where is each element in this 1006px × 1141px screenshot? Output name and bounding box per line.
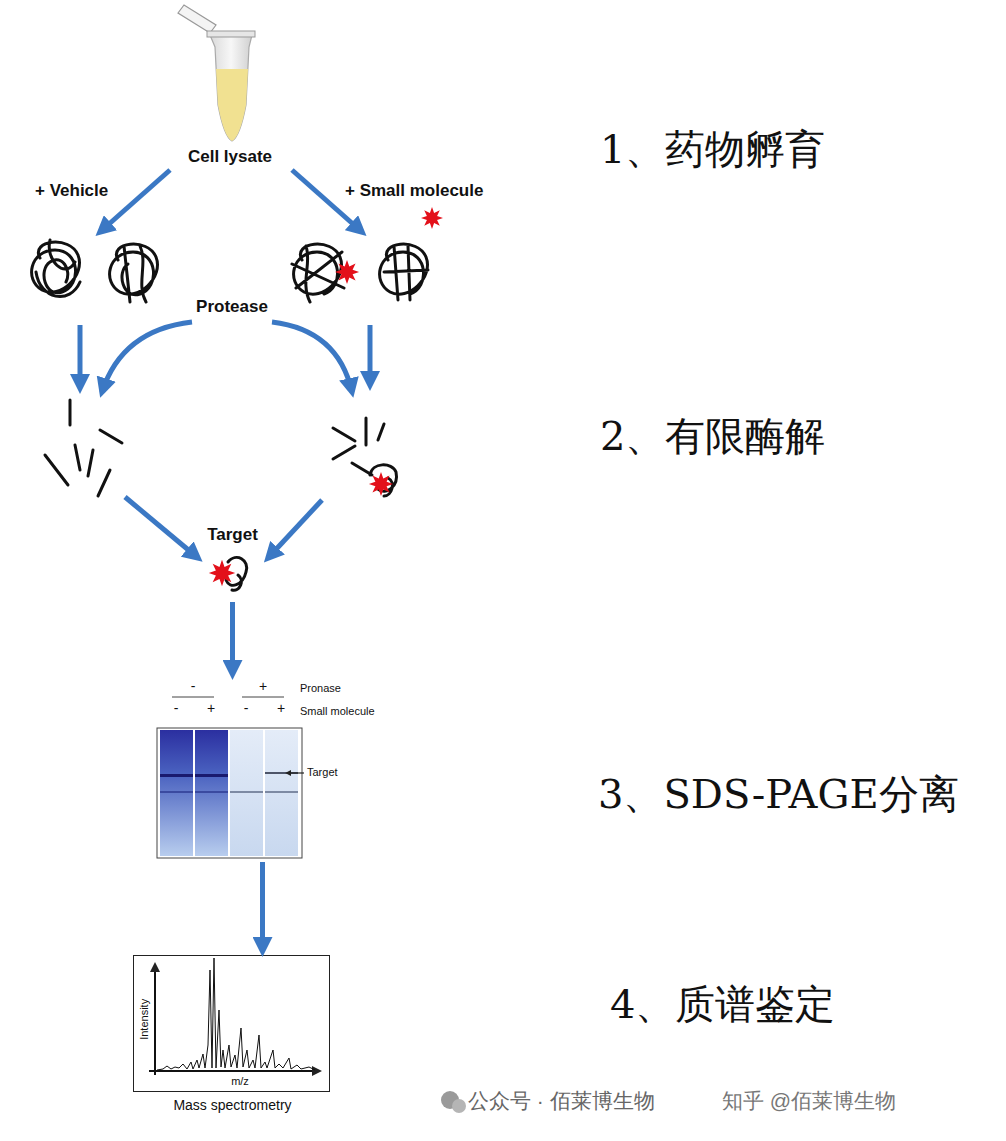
- step-label: 4、质谱鉴定: [610, 981, 835, 1027]
- flow-arrow: [260, 862, 265, 951]
- enzyme-label: Protease: [172, 297, 292, 317]
- axis: [154, 965, 156, 1075]
- lane-sign: -: [183, 678, 203, 694]
- tube-lid: [178, 5, 216, 33]
- fragment: [75, 445, 80, 470]
- step-label: 1、药物孵育: [600, 126, 825, 172]
- gel-band: [195, 774, 228, 777]
- proteins: [32, 240, 428, 302]
- gel-band: [230, 791, 263, 793]
- fragment: [333, 428, 355, 441]
- axis-label: Intensity: [138, 989, 151, 1049]
- condition-label: + Small molecule: [345, 181, 483, 201]
- protein-coil: [32, 240, 80, 297]
- fragment: [365, 418, 368, 445]
- axis-label: m/z: [220, 1075, 260, 1088]
- gel-lane: [160, 730, 193, 856]
- spectrum-drawing: [149, 958, 319, 1075]
- protein-coil: [292, 244, 344, 302]
- lane-sign: +: [201, 700, 221, 716]
- protein-coil: [110, 244, 158, 302]
- flow-arrow: [230, 602, 235, 674]
- lane-sign: -: [236, 700, 256, 716]
- watermark-icon: [441, 1091, 466, 1113]
- target-label: Target: [185, 525, 280, 545]
- flow-arrow: [125, 497, 198, 558]
- gel-frame: [157, 728, 302, 858]
- flow-arrow: [368, 325, 373, 385]
- tube-body: [210, 35, 252, 141]
- step-label: 2、有限酶解: [600, 413, 825, 459]
- bound-molecule: [209, 560, 235, 586]
- bound-molecule: [335, 260, 359, 284]
- fragment: [69, 400, 72, 425]
- band-label: Target: [307, 766, 338, 779]
- small-molecule: [421, 207, 443, 229]
- watermark: 公众号 · 佰莱博生物: [468, 1089, 655, 1113]
- lane-sign: -: [166, 700, 186, 716]
- gel-band: [160, 791, 193, 793]
- flow-arrow: [78, 325, 83, 388]
- fragment: [333, 446, 355, 459]
- gel-lane: [265, 730, 298, 856]
- peptide-fragments: [45, 400, 396, 496]
- watermark: 知乎 @佰莱博生物: [722, 1089, 896, 1113]
- row-label: Small molecule: [300, 705, 375, 718]
- fragment: [45, 455, 68, 485]
- tube-rim: [207, 31, 255, 37]
- fragment: [98, 470, 110, 496]
- flow-arrow: [272, 322, 352, 392]
- lane-sign: +: [253, 678, 273, 694]
- panel-caption: Mass spectrometry: [124, 1097, 341, 1113]
- tube-label: Cell lysate: [160, 147, 300, 167]
- leader-arrow: [287, 772, 304, 773]
- flow-arrow: [100, 170, 170, 232]
- axis: [149, 1070, 319, 1072]
- gel-band: [265, 791, 298, 793]
- gel-panel: -+Pronase-+-+Small moleculeTarget: [130, 678, 395, 860]
- tube-drawing: [178, 5, 255, 141]
- condition-label: + Vehicle: [35, 181, 108, 201]
- group-line: [242, 697, 284, 698]
- bound-molecule: [369, 472, 393, 496]
- tube-liquid: [216, 69, 248, 141]
- target-complex: Target: [185, 525, 280, 600]
- gel-lane: [195, 730, 228, 856]
- spectrum-trace: [157, 958, 315, 1070]
- protein-coil: [380, 244, 428, 300]
- gel-band: [195, 791, 228, 793]
- row-label: Pronase: [300, 682, 341, 695]
- spectrum-panel: Intensitym/zMass spectrometry: [133, 955, 330, 1092]
- flow-arrow: [268, 500, 322, 558]
- lane-sign: +: [271, 700, 291, 716]
- flow-arrow: [292, 170, 362, 232]
- sample-tube: Cell lysate: [160, 5, 300, 170]
- fragment: [100, 430, 122, 443]
- group-line: [172, 697, 214, 698]
- gel-band: [160, 774, 193, 777]
- fragment: [88, 450, 93, 476]
- flow-arrow: [102, 322, 192, 392]
- gel-drawing: [157, 697, 304, 858]
- fragment: [378, 424, 384, 440]
- gel-lane: [230, 730, 263, 856]
- flow-arrows: [80, 170, 370, 558]
- step-label: 3、SDS-PAGE分离: [598, 771, 959, 817]
- icon-bubble: [452, 1099, 466, 1113]
